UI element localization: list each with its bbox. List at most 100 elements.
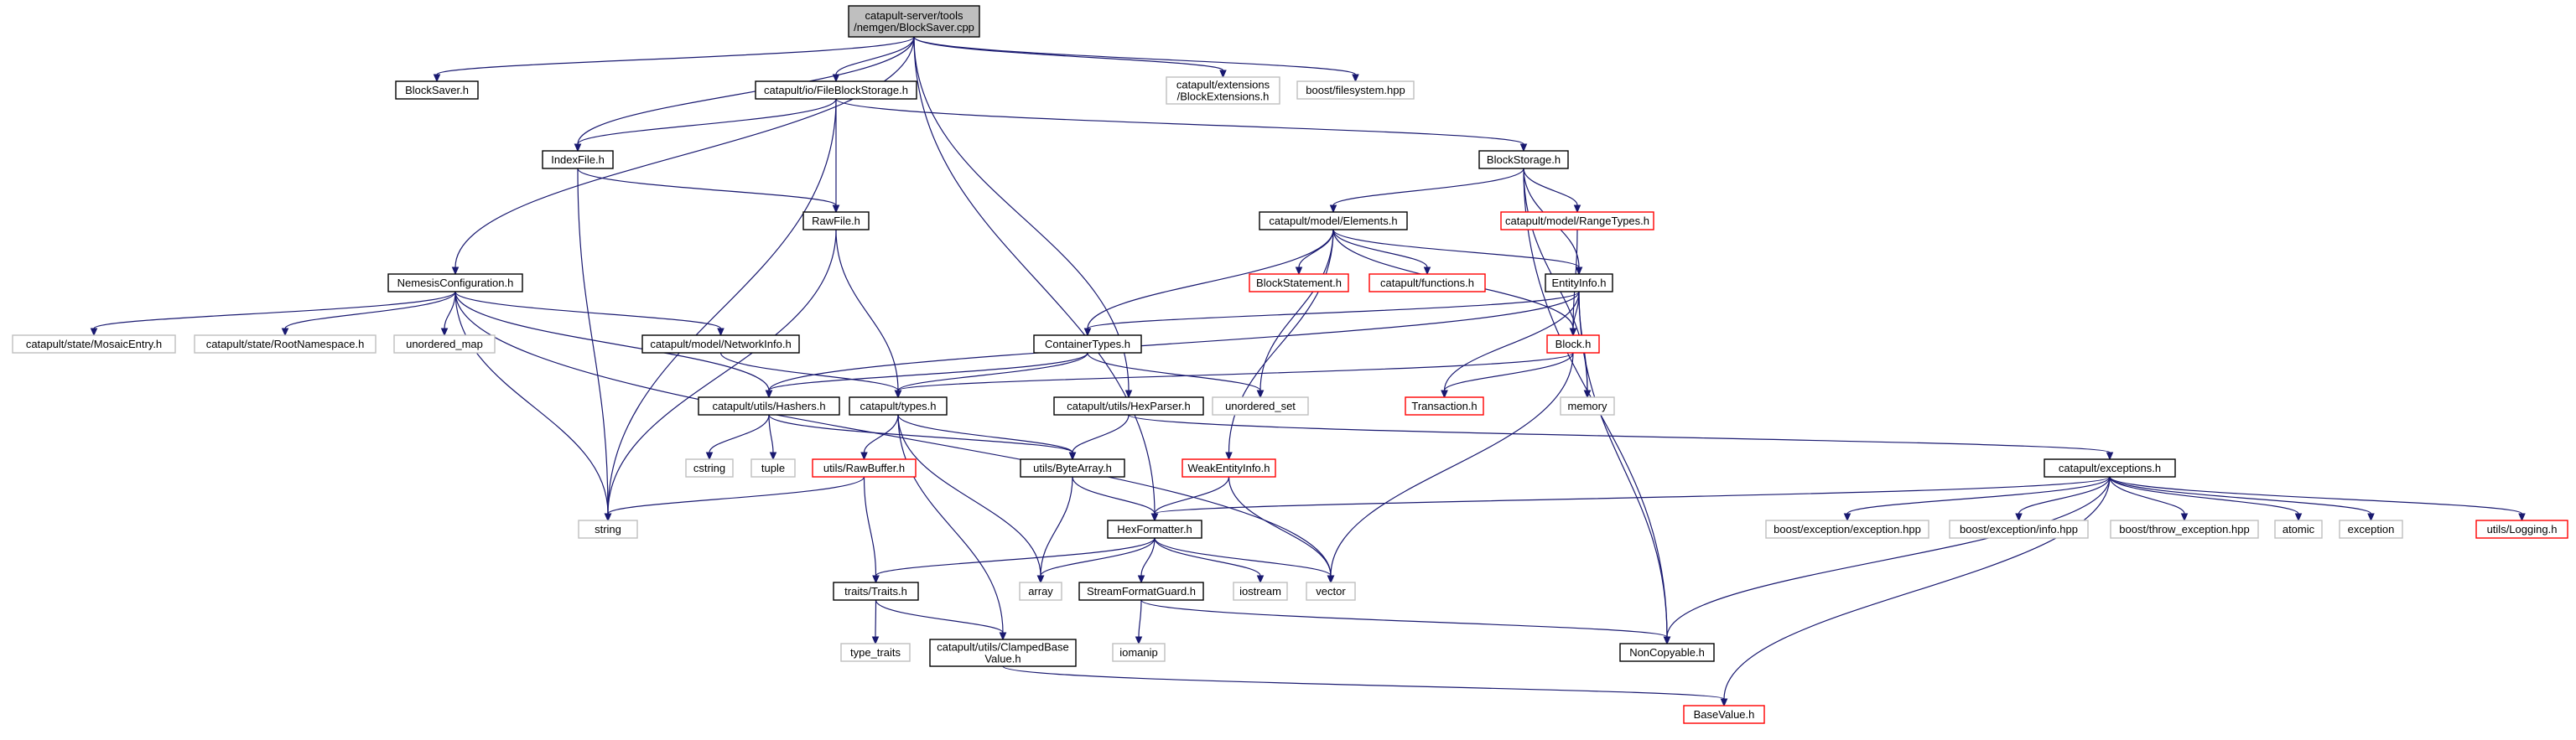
node-label: utils/ByteArray.h	[1033, 462, 1112, 474]
edge-hexparser-to-exceptions	[1128, 414, 2114, 461]
arrowhead-icon	[1423, 267, 1431, 276]
node-label: vector	[1316, 585, 1346, 598]
node-streamguard[interactable]: StreamFormatGuard.h	[1078, 582, 1204, 601]
node-array: array	[1019, 582, 1062, 601]
node-box	[2475, 520, 2568, 539]
node-hexparser[interactable]: catapult/utils/HexParser.h	[1053, 396, 1204, 416]
node-traits[interactable]: traits/Traits.h	[833, 582, 919, 601]
node-blocksaver[interactable]: BlockSaver.h	[395, 80, 479, 100]
node-box	[1619, 643, 1715, 662]
arrowhead-icon	[705, 452, 714, 461]
node-label: IndexFile.h	[551, 153, 605, 166]
edge-root-to-hexformatter	[913, 36, 1159, 522]
edge-layer	[90, 36, 2526, 707]
node-box	[542, 150, 614, 169]
node-noncopyable[interactable]: NonCopyable.h	[1619, 643, 1715, 662]
node-label: boost/exception/exception.hpp	[1774, 523, 1921, 536]
edge-containertypes-to-hashers	[765, 352, 1088, 399]
node-label: utils/Logging.h	[2487, 523, 2558, 536]
node-label: utils/RawBuffer.h	[823, 462, 905, 474]
node-label: memory	[1568, 400, 1607, 412]
node-elements[interactable]: catapult/model/Elements.h	[1259, 211, 1408, 230]
edge-hexformatter-to-vector	[1154, 537, 1335, 584]
node-box	[387, 273, 523, 292]
node-rangetypes[interactable]: catapult/model/RangeTypes.h	[1500, 211, 1654, 230]
node-blockstatement[interactable]: BlockStatement.h	[1249, 273, 1349, 292]
node-rawbuffer[interactable]: utils/RawBuffer.h	[812, 458, 917, 478]
node-box	[395, 80, 479, 100]
edge-bytearray-to-array	[1036, 476, 1073, 584]
node-label: NemesisConfiguration.h	[397, 277, 514, 289]
arrowhead-icon	[2180, 513, 2189, 522]
node-box	[1560, 396, 1615, 416]
arrowhead-icon	[1519, 143, 1528, 153]
node-label: tuple	[761, 462, 785, 474]
node-transaction[interactable]: Transaction.h	[1405, 396, 1484, 416]
node-label: catapult-server/tools	[865, 9, 963, 22]
edge-clamped-to-basevalue	[1002, 665, 1728, 707]
edge-entityinfo-to-hashers	[765, 291, 1580, 399]
node-blockstorage[interactable]: BlockStorage.h	[1478, 150, 1569, 169]
node-label: traits/Traits.h	[844, 585, 907, 598]
node-rootns: catapult/state/RootNamespace.h	[194, 334, 377, 354]
node-indexfile[interactable]: IndexFile.h	[542, 150, 614, 169]
node-nemesis[interactable]: NemesisConfiguration.h	[387, 273, 523, 292]
node-root[interactable]: catapult-server/tools/nemgen/BlockSaver.…	[848, 5, 980, 38]
node-networkinfo[interactable]: catapult/model/NetworkInfo.h	[641, 334, 800, 354]
node-label: atomic	[2283, 523, 2315, 536]
node-string: string	[578, 520, 638, 539]
edge-filestorage-to-indexfile	[574, 98, 837, 153]
node-box	[641, 334, 800, 354]
node-label: catapult/exceptions.h	[2059, 462, 2161, 474]
arrowhead-icon	[1256, 390, 1265, 399]
node-exceptions[interactable]: catapult/exceptions.h	[2044, 458, 2176, 478]
node-basevalue[interactable]: BaseValue.h	[1683, 705, 1765, 724]
node-functions[interactable]: catapult/functions.h	[1368, 273, 1486, 292]
arrowhead-icon	[1720, 698, 1728, 707]
edge-filestorage-to-rawfile	[832, 98, 840, 214]
edge-hexformatter-to-streamguard	[1137, 537, 1156, 584]
node-box	[840, 643, 911, 662]
node-box	[755, 80, 917, 100]
node-label: ContainerTypes.h	[1045, 338, 1130, 350]
node-label: array	[1028, 585, 1053, 598]
node-label: unordered_set	[1225, 400, 1296, 412]
node-types[interactable]: catapult/types.h	[849, 396, 948, 416]
node-box	[802, 211, 870, 230]
node-blockh[interactable]: Block.h	[1546, 334, 1600, 354]
edge-root-to-blockext	[913, 36, 1227, 79]
edge-filestorage-to-string	[604, 98, 837, 522]
node-label: type_traits	[850, 646, 901, 659]
node-hexformatter[interactable]: HexFormatter.h	[1107, 520, 1202, 539]
node-containertypes[interactable]: ContainerTypes.h	[1033, 334, 1142, 354]
node-entityinfo[interactable]: EntityInfo.h	[1545, 273, 1613, 292]
node-box	[1306, 582, 1356, 601]
node-box	[1212, 396, 1309, 416]
node-box	[1107, 520, 1202, 539]
node-filestorage[interactable]: catapult/io/FileBlockStorage.h	[755, 80, 917, 100]
node-boostexc: boost/exception/exception.hpp	[1765, 520, 1929, 539]
edge-rawbuffer-to-traits	[863, 476, 880, 584]
node-box	[1478, 150, 1569, 169]
node-rawfile[interactable]: RawFile.h	[802, 211, 870, 230]
node-label: boost/filesystem.hpp	[1306, 84, 1405, 96]
arrowhead-icon	[1569, 328, 1577, 337]
node-label: catapult/extensions	[1176, 78, 1270, 91]
arrowhead-icon	[769, 452, 777, 461]
arrowhead-icon	[1663, 636, 1671, 645]
node-label: boost/throw_exception.hpp	[2119, 523, 2249, 536]
node-weakentity[interactable]: WeakEntityInfo.h	[1182, 458, 1276, 478]
node-box	[1112, 643, 1166, 662]
node-hashers[interactable]: catapult/utils/Hashers.h	[698, 396, 840, 416]
arrowhead-icon	[1583, 390, 1592, 399]
node-iomanip: iomanip	[1112, 643, 1166, 662]
edge-entityinfo-to-containertypes	[1083, 291, 1580, 337]
node-bytearray[interactable]: utils/ByteArray.h	[1020, 458, 1125, 478]
node-exception: exception	[2339, 520, 2403, 539]
edge-elements-to-functions	[1332, 229, 1431, 276]
edge-nemesis-to-mosaicentry	[90, 291, 456, 337]
node-label: string	[595, 523, 621, 536]
node-logging[interactable]: utils/Logging.h	[2475, 520, 2568, 539]
node-box	[1033, 334, 1142, 354]
